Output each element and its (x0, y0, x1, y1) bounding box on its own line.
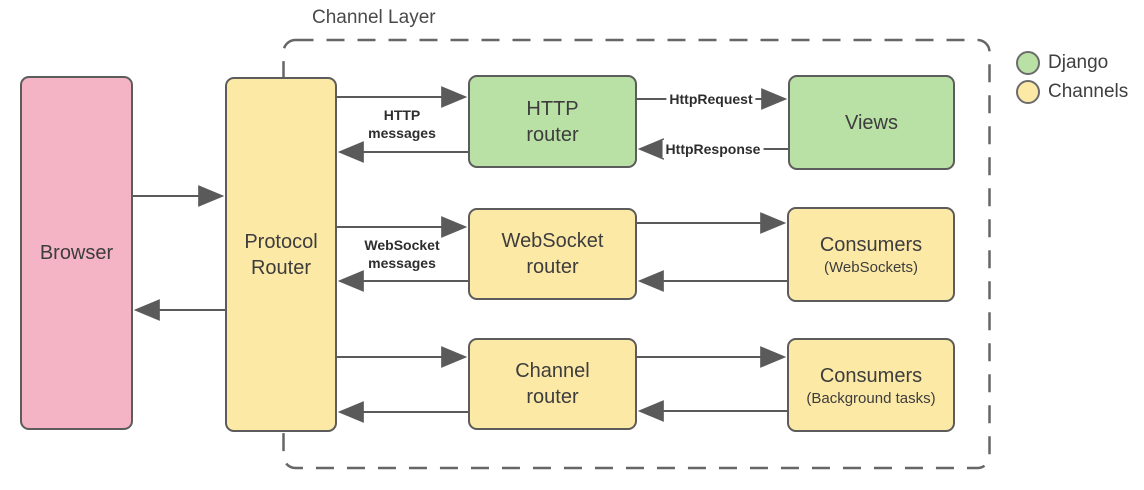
protocol-router-node: Protocol Router (225, 77, 337, 432)
consumers-websockets-title: Consumers (819, 234, 923, 256)
consumers-background-subtitle: (Background tasks) (806, 389, 936, 407)
channel-layer-title: Channel Layer (312, 7, 436, 28)
consumers-background-node: Consumers (Background tasks) (787, 338, 955, 432)
django-legend-label: Django (1048, 52, 1109, 73)
consumers-background-title: Consumers (819, 364, 923, 387)
websocket-messages-label-line2: messages (368, 255, 436, 271)
http-messages-label-line2: messages (368, 125, 436, 141)
channel-router-label-line2: router (526, 386, 579, 408)
views-node: Views (788, 75, 955, 170)
legend: Django Channels (1016, 51, 1128, 109)
websocket-messages-label-line1: WebSocket (364, 237, 440, 253)
websocket-router-label-line1: WebSocket (501, 230, 604, 252)
http-router-node: HTTP router (468, 75, 637, 168)
views-label: Views (845, 111, 898, 134)
protocol-router-label-line2: Router (250, 256, 312, 279)
http-messages-label-line1: HTTP (383, 107, 421, 123)
channels-color-swatch (1016, 80, 1040, 104)
channels-legend-label: Channels (1048, 81, 1129, 102)
channel-router-label-line1: Channel (515, 360, 590, 382)
django-color-swatch (1016, 51, 1040, 75)
httpresponse-label: HttpResponse (662, 140, 764, 158)
browser-label: Browser (39, 242, 114, 264)
legend-item-django: Django (1016, 51, 1128, 75)
websocket-router-label-line2: router (526, 256, 579, 278)
http-router-label-line1: HTTP (526, 97, 579, 120)
consumers-websockets-node: Consumers (WebSockets) (787, 207, 955, 302)
httprequest-label: HttpRequest (666, 90, 756, 108)
consumers-websockets-subtitle: (WebSockets) (824, 259, 918, 276)
websocket-router-node: WebSocket router (468, 208, 637, 300)
http-messages-label: HTTP messages (368, 106, 436, 142)
protocol-router-label-line1: Protocol (244, 230, 318, 253)
http-router-label-line2: router (526, 123, 579, 146)
legend-item-channels: Channels (1016, 80, 1128, 104)
browser-node: Browser (20, 76, 133, 430)
channel-router-node: Channel router (468, 338, 637, 430)
websocket-messages-label: WebSocket messages (364, 236, 439, 272)
